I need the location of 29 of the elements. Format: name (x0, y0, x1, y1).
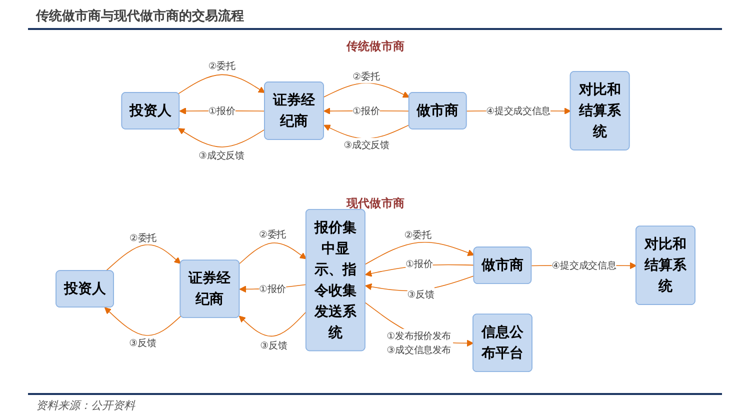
arrow (238, 311, 306, 337)
edge-label: ④提交成交信息 (486, 105, 550, 116)
edge-label: ②委托 (208, 60, 235, 72)
arrow (177, 128, 265, 148)
arrow (104, 307, 181, 336)
label: 传统做市商 (346, 40, 404, 54)
edge-label: ③成交反馈 (198, 150, 244, 161)
source-caption: 资料来源：公开资料 (36, 399, 135, 413)
diagram-title: 传统做市商与现代做市商的交易流程 (36, 7, 244, 25)
arrow (364, 242, 474, 265)
edge-label: ④提交成交信息 (551, 260, 616, 271)
edge-label: ①报价 (352, 105, 380, 116)
edge-label: ②委托 (404, 229, 431, 240)
edge-label: ①报价 (405, 258, 432, 270)
edge-label: ①发布报价发布③成交信息发布 (386, 330, 451, 356)
edge-label: ②委托 (258, 228, 286, 240)
label: 现代做市商 (346, 196, 404, 210)
arrow (323, 82, 410, 98)
edge-label: ③反馈 (406, 288, 434, 300)
edge-label: ③反馈 (128, 337, 156, 348)
arrow (177, 74, 265, 94)
edge-label: ③反馈 (260, 340, 287, 352)
edge-label: ①报价 (208, 105, 235, 116)
edge-label: ②委托 (129, 232, 156, 244)
arrow (105, 244, 180, 272)
edge-label: ②委托 (352, 70, 380, 82)
arrow (238, 242, 306, 264)
edge-label: ①报价 (258, 283, 286, 294)
edge-label: ③成交反馈 (343, 139, 389, 150)
